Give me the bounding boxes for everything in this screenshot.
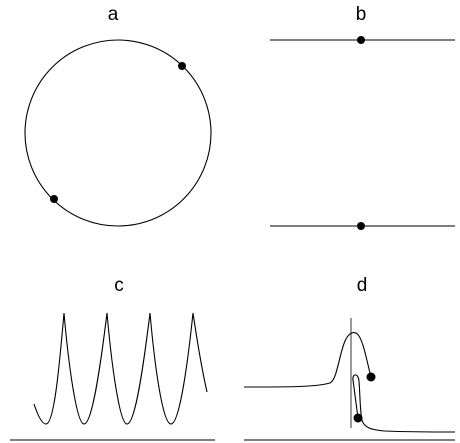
panel-d-point-upper	[366, 372, 376, 382]
panel-a-point-upper-right	[178, 62, 186, 70]
panel-d: d	[243, 275, 456, 441]
panel-c-waveform	[33, 312, 208, 425]
panel-b-lower-point	[357, 222, 365, 230]
panel-c: c	[10, 275, 215, 441]
panel-label-d: d	[357, 275, 368, 296]
panel-b: b	[270, 4, 455, 230]
panel-d-lower-branch	[352, 374, 456, 433]
panel-d-point-lower	[353, 413, 363, 423]
panel-b-upper-point	[357, 36, 365, 44]
panel-d-upper-branch	[243, 332, 372, 388]
panel-label-a: a	[108, 4, 119, 25]
panel-a: a	[24, 4, 212, 227]
panel-a-circle	[24, 39, 212, 227]
panel-label-c: c	[114, 275, 124, 296]
panel-label-b: b	[356, 4, 367, 25]
panel-a-point-lower-left	[50, 195, 58, 203]
